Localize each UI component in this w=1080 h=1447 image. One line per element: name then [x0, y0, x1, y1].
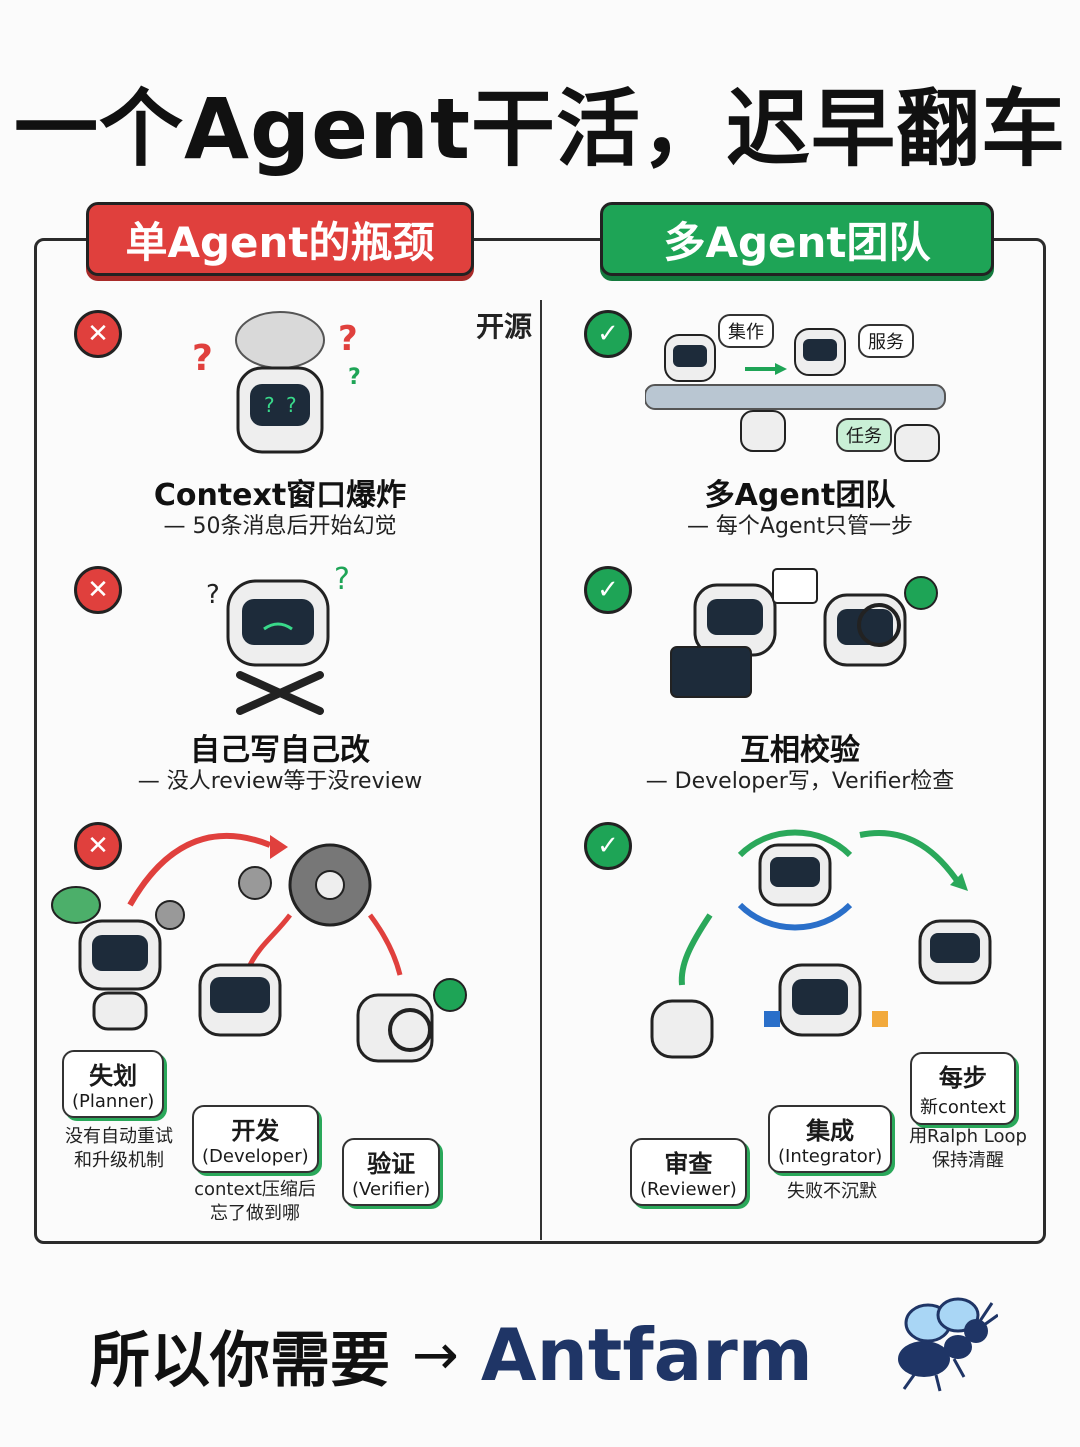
role-verifier: 验证 (Verifier) — [342, 1138, 441, 1206]
role-verifier-en: (Verifier) — [352, 1179, 431, 1200]
broken-pipeline-illustration — [127, 832, 467, 1063]
role-verifier-label: 验证 — [367, 1150, 416, 1178]
cross-icon: ✕ — [74, 566, 122, 614]
svg-text:?: ? — [286, 393, 297, 417]
confused-robot-icon: ? ? — [206, 565, 350, 715]
svg-text:?: ? — [264, 393, 275, 417]
role-fresh-context-en: 新context — [920, 1097, 1006, 1118]
role-developer-note: context压缩后 忘了做到哪 — [194, 1179, 316, 1224]
role-fresh-context-note: 用Ralph Loop 保持清醒 — [909, 1126, 1027, 1171]
role-developer-label: 开发 — [231, 1117, 280, 1145]
left-item-2-sub: — 没人review等于没review — [137, 769, 423, 794]
svg-text:?: ? — [348, 365, 361, 390]
role-integrator-label: 集成 — [806, 1117, 855, 1145]
role-developer-en: (Developer) — [202, 1146, 309, 1167]
role-integrator: 集成 (Integrator) — [768, 1105, 893, 1173]
footer-brand: Antfarm — [480, 1313, 813, 1397]
agent-loop-illustration — [650, 829, 992, 1059]
role-planner-label: 失划 — [89, 1062, 138, 1090]
role-fresh-context-label: 每步 — [938, 1064, 987, 1092]
right-header: 多Agent团队 — [600, 202, 994, 276]
footer: 所以你需要 → Antfarm — [90, 1305, 813, 1405]
watermark-text: 开源 — [476, 310, 533, 343]
cross-icon: ✕ — [74, 310, 122, 358]
left-item-1-sub: — 50条消息后开始幻觉 — [163, 514, 397, 539]
planner-robot-icon — [51, 886, 162, 1031]
role-planner-en: (Planner) — [72, 1091, 155, 1112]
bubble-task: 任务 — [836, 418, 892, 452]
center-divider — [540, 300, 542, 1240]
role-fresh-context: 每步 新context — [910, 1052, 1016, 1125]
right-item-2-heading: 互相校验 — [740, 733, 860, 768]
developer-verifier-robots-icon — [670, 568, 938, 698]
check-icon: ✓ — [584, 310, 632, 358]
bubble-task-text: 任务 — [846, 426, 882, 447]
page-title: 一个Agent干活，迟早翻车 — [13, 80, 1067, 178]
bubble-collab: 集作 — [718, 314, 774, 348]
bubble-collab-text: 集作 — [728, 322, 764, 343]
check-icon: ✓ — [584, 566, 632, 614]
role-reviewer-en: (Reviewer) — [640, 1179, 737, 1200]
bubble-service: 服务 — [858, 324, 914, 358]
bubble-service-text: 服务 — [868, 332, 904, 353]
role-integrator-en: (Integrator) — [778, 1146, 883, 1167]
cross-icon: ✕ — [74, 822, 122, 870]
exploding-robot-icon: ? ? ? ? ? — [192, 311, 361, 454]
right-item-1-heading: 多Agent团队 — [704, 478, 896, 513]
role-planner-note: 没有自动重试 和升级机制 — [65, 1126, 173, 1171]
right-item-2-sub: — Developer写，Verifier检查 — [645, 769, 955, 794]
footer-lead: 所以你需要 — [90, 1325, 390, 1396]
robot-team-pipeline-illustration — [645, 328, 946, 462]
svg-text:?: ? — [334, 565, 350, 597]
svg-text:?: ? — [192, 338, 213, 379]
svg-text:?: ? — [206, 580, 220, 610]
right-item-1-sub: — 每个Agent只管一步 — [686, 514, 914, 539]
role-integrator-note: 失败不沉默 — [787, 1181, 877, 1202]
role-reviewer-label: 审查 — [664, 1150, 713, 1178]
role-developer: 开发 (Developer) — [192, 1105, 319, 1173]
role-reviewer: 审查 (Reviewer) — [630, 1138, 747, 1206]
left-item-2-heading: 自己写自己改 — [190, 733, 370, 768]
left-item-1-heading: Context窗口爆炸 — [153, 478, 407, 513]
ant-logo-icon — [898, 1297, 998, 1392]
comparison-frame — [34, 238, 1046, 1244]
check-icon: ✓ — [584, 822, 632, 870]
left-header: 单Agent的瓶颈 — [86, 202, 474, 276]
svg-text:?: ? — [338, 319, 358, 359]
arrow-right-icon: → — [412, 1322, 459, 1388]
role-planner: 失划 (Planner) — [62, 1050, 165, 1118]
